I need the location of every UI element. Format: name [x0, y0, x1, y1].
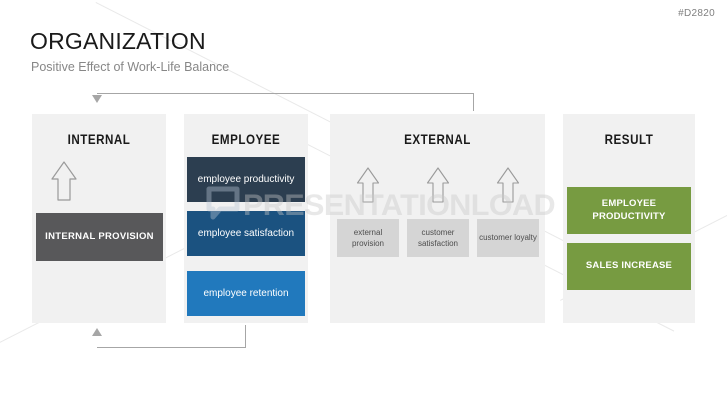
internal-provision-box[interactable]: INTERNAL PROVISION	[36, 213, 163, 261]
external-box[interactable]: customer satisfaction	[407, 219, 469, 257]
page-subtitle: Positive Effect of Work-Life Balance	[31, 60, 230, 74]
arrow-up-outline-icon	[425, 166, 451, 209]
result-box[interactable]: EMPLOYEE PRODUCTIVITY	[567, 187, 691, 234]
page-title: ORGANIZATION	[30, 28, 206, 54]
column-title-result: RESULT	[604, 132, 654, 147]
arrow-up-icon	[92, 328, 102, 336]
column-title-internal: INTERNAL	[67, 132, 131, 147]
column-title-external: EXTERNAL	[404, 132, 471, 147]
external-box[interactable]: customer loyalty	[477, 219, 539, 257]
feedback-connector-bottom-vertical	[245, 325, 246, 348]
employee-box[interactable]: employee satisfaction	[187, 211, 305, 256]
feedback-connector-bottom-horizontal	[97, 347, 246, 348]
employee-box[interactable]: employee retention	[187, 271, 305, 316]
arrow-up-outline-icon	[49, 160, 79, 207]
feedback-connector-top-vertical	[473, 93, 474, 111]
column-title-employee: EMPLOYEE	[211, 132, 281, 147]
employee-box[interactable]: employee productivity	[187, 157, 305, 202]
document-id-code: #D2820	[678, 8, 715, 19]
external-box[interactable]: external provision	[337, 219, 399, 257]
arrow-up-outline-icon	[355, 166, 381, 209]
arrow-down-icon	[92, 95, 102, 103]
feedback-connector-top-horizontal	[97, 93, 474, 94]
arrow-up-outline-icon	[495, 166, 521, 209]
result-box[interactable]: SALES INCREASE	[567, 243, 691, 290]
